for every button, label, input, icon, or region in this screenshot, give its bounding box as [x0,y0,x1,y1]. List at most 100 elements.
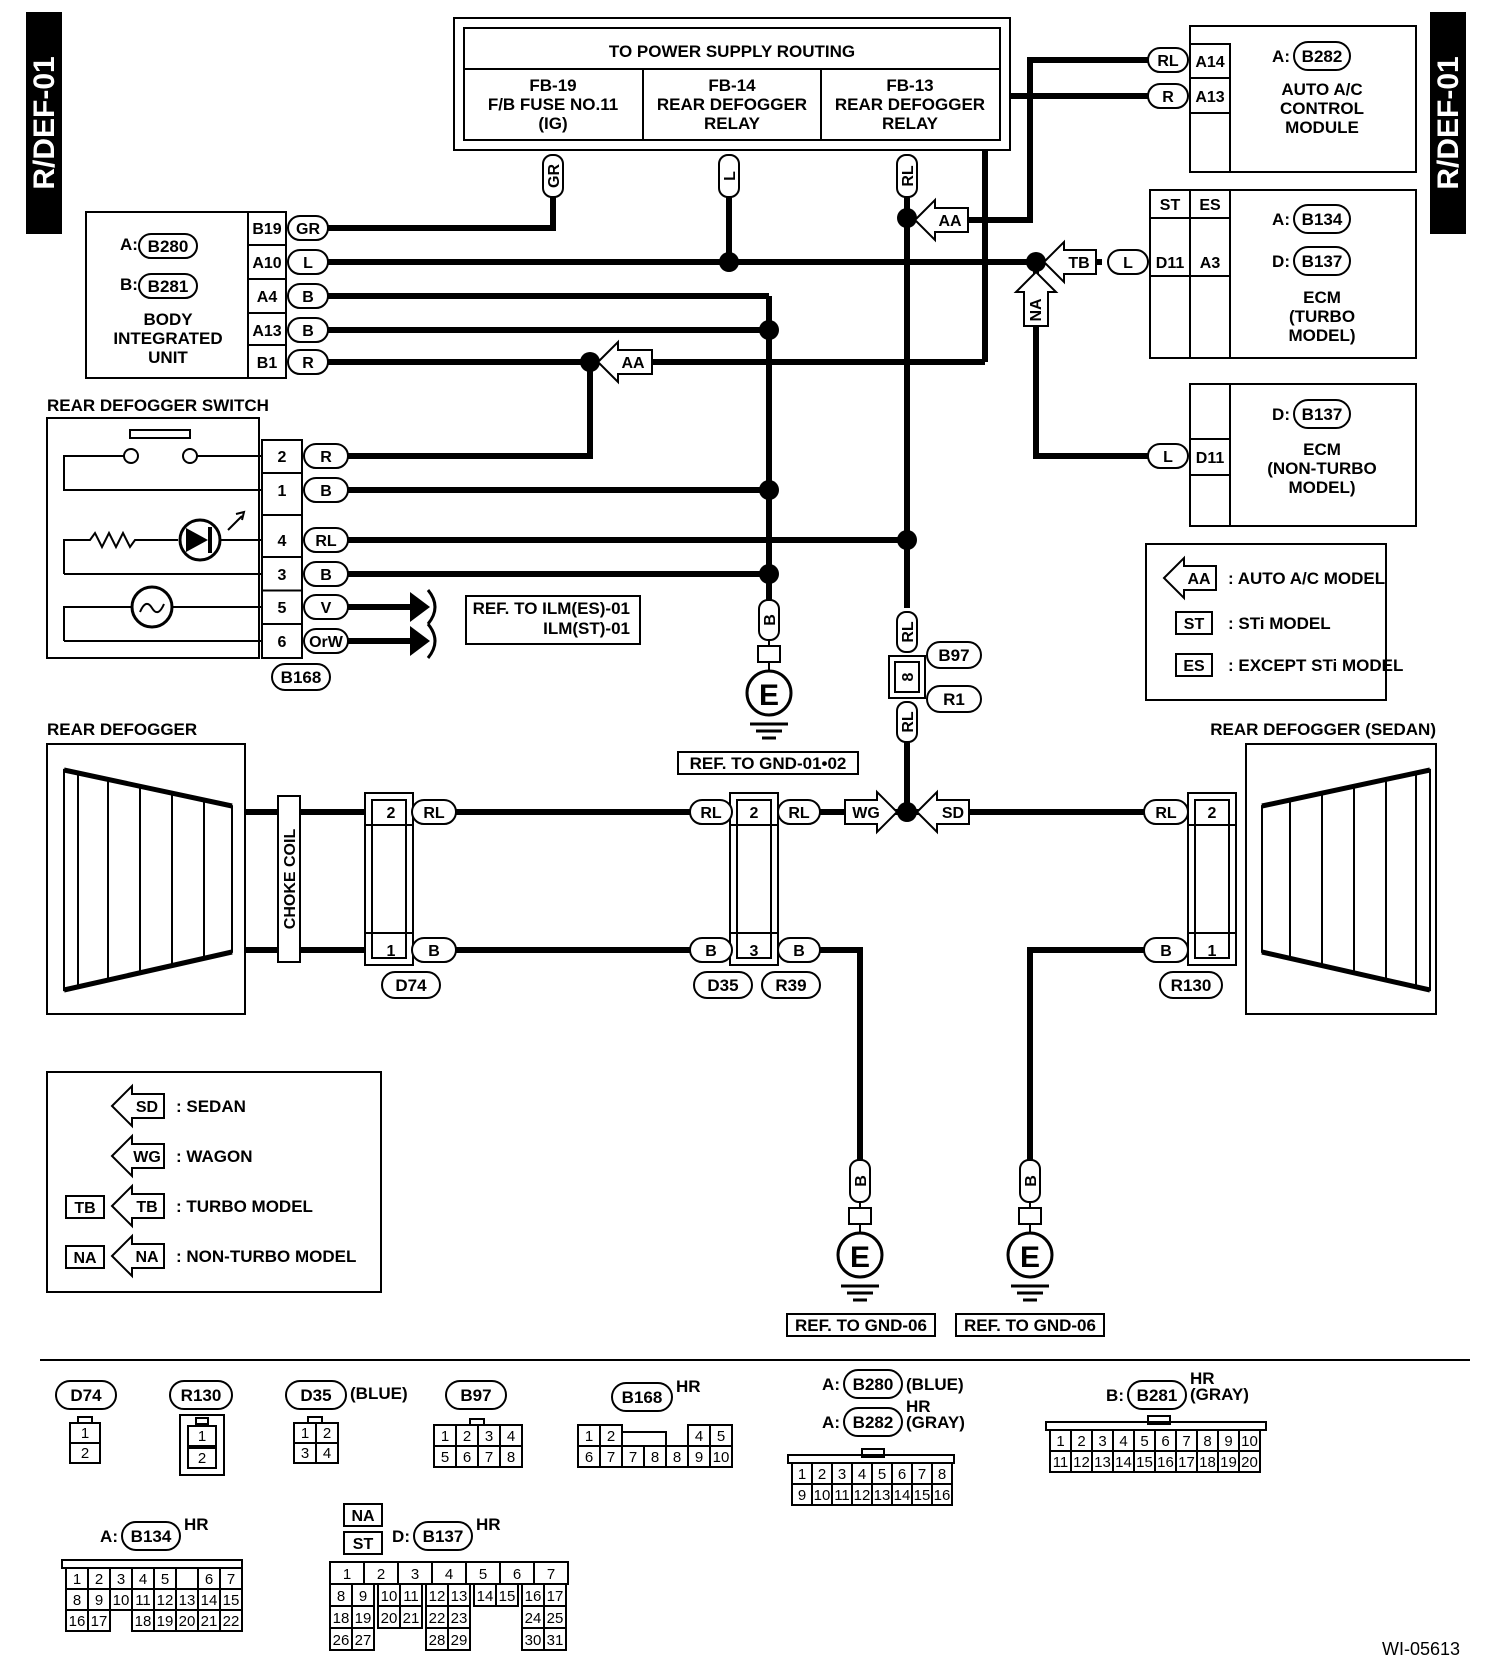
power-supply-title: TO POWER SUPPLY ROUTING [609,42,855,61]
pin-number: 18 [1199,1454,1216,1471]
connector-id: B137 [423,1527,464,1546]
wire-tag: RL [423,805,445,822]
pin-number: 3 [838,1466,846,1483]
pin-cell [315,1442,339,1464]
pin-number: 4 [445,1566,453,1583]
pin-number: 9 [95,1592,103,1609]
wire-tag: B [853,1175,870,1187]
wire-tag-pill [287,215,329,241]
connector-id: B137 [1302,405,1343,424]
legend-code: AA [1187,571,1211,588]
pin-number: 1 [1056,1433,1064,1450]
pin-number: 7 [607,1449,615,1466]
pin-id: 8 [900,672,917,681]
pin-number: 26 [333,1632,350,1649]
defogger-title: REAR DEFOGGER [47,720,197,739]
pin-number: 3 [1098,1433,1106,1450]
connector-faces: D74 R130 D35 (BLUE) B97 B168 HR A: B280 … [55,1369,1267,1651]
pin-number: 8 [73,1592,81,1609]
wire-tag-pill [303,561,349,587]
wire-tag: R [1162,89,1174,106]
pin-number: 22 [223,1613,240,1630]
legend-code: WG [133,1149,161,1166]
rear-defogger-sedan: REAR DEFOGGER (SEDAN) [1210,720,1437,1015]
pin-number: 7 [227,1571,235,1588]
pin-number: 1 [585,1428,593,1445]
joint-connector-b97-r1: RL 8 RL B97 R1 [888,611,982,743]
connector-id: B137 [1302,252,1343,271]
wire-tag-pill [287,349,329,375]
ref-ilm: REF. TO ILM(ES)-01 [473,599,630,618]
pin-id: 2 [387,805,396,822]
unit-name: INTEGRATED [113,329,222,348]
pin-number: 5 [1140,1433,1148,1450]
ground-symbol: E [759,679,779,712]
pin-id: 3 [750,943,759,960]
wire-tag-pill [303,594,349,620]
conn-label: A: [822,1413,840,1432]
pin-number: 1 [343,1566,351,1583]
pin-id: D11 [1156,255,1185,272]
pin-number: 14 [1115,1454,1132,1471]
flag-wg: WG [852,805,880,822]
pin-number: 4 [323,1445,331,1462]
pin-number: 28 [429,1632,446,1649]
wire-tag: L [303,255,313,272]
pin-id: 4 [278,533,287,550]
connector-note: HR [184,1515,209,1534]
pin-id: A13 [1195,89,1224,106]
pin-number: 14 [894,1487,911,1504]
pin-number: 6 [205,1571,213,1588]
ecm-non-turbo: D11 L D: B137 ECM (NON-TURBO MODEL) [1147,383,1417,527]
pin-number: 8 [673,1449,681,1466]
pin-cell [495,1583,519,1607]
wire-tag: B [302,289,314,306]
pin-number: 2 [198,1450,206,1467]
wire-tag: OrW [309,634,344,651]
pin-number: 2 [377,1566,385,1583]
wire-tag-pill [303,477,349,503]
legend-code: TB [74,1200,95,1217]
pin-number: 16 [525,1588,542,1605]
pin-id: 6 [278,634,287,651]
wire-tag-pill [287,317,329,343]
conn-label: D: [1272,405,1290,424]
wire-tag: B [320,483,332,500]
pin-number: 13 [874,1487,891,1504]
pin-id: A14 [1195,54,1224,71]
pin-id: 5 [278,600,287,617]
unit-name: MODEL) [1288,326,1355,345]
connector-id: D74 [70,1386,102,1405]
pin-number: 11 [135,1592,151,1609]
pin-id: D11 [1196,450,1225,467]
pin-number: 19 [157,1613,174,1630]
pin-number: 1 [301,1425,309,1442]
wire-tag: RL [900,165,917,187]
flag-sd: SD [942,805,964,822]
connector-id: B97 [938,646,969,665]
relay14-type: RELAY [704,114,761,133]
pin-cell [351,1627,375,1651]
wire-tag-pill [303,527,349,553]
pin-cell [187,1447,217,1469]
pin-cell [543,1627,567,1651]
pin-number: 4 [858,1466,866,1483]
wire-tag: RL [900,711,917,733]
pin-number: 8 [337,1588,345,1605]
conn-label: A: [120,235,138,254]
pin-id: B1 [257,355,278,372]
sheet-id-left: R/DEF-01 [28,56,61,189]
pin-number: 4 [695,1428,703,1445]
legend-desc: : SEDAN [176,1097,246,1116]
wire-tag-pill [303,628,349,654]
variant-header: ST [1160,197,1181,214]
pin-id: 1 [1208,943,1217,960]
pin-number: 10 [814,1487,831,1504]
body-integrated-unit: A: B280 B: B281 BODY INTEGRATED UNIT B19… [85,211,329,379]
pin-number: 6 [585,1449,593,1466]
pin-number: 12 [1073,1454,1090,1471]
pin-number: 13 [451,1588,468,1605]
pin-id: B19 [252,221,281,238]
relay13-name: REAR DEFOGGER [835,95,985,114]
pin-cell [709,1445,733,1468]
